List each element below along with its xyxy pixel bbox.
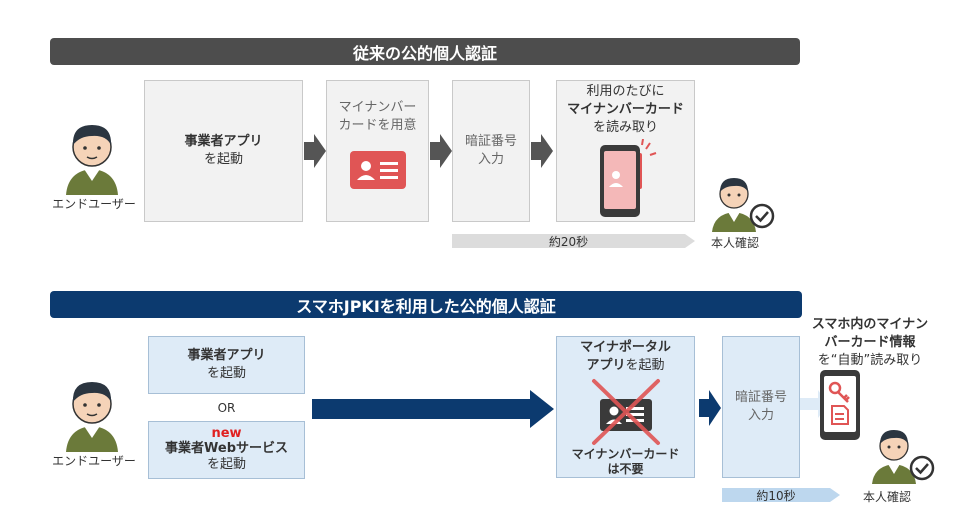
arrow-right-icon: [699, 390, 721, 426]
top-banner-title: 従来の公的個人認証: [352, 43, 497, 63]
top-step3-line2: 入力: [477, 152, 504, 167]
arrow-right-icon: [531, 134, 553, 168]
top-step1-line2: を起動: [203, 152, 243, 167]
top-user-avatar: [58, 115, 126, 195]
new-badge: new: [211, 426, 242, 441]
top-step4-line2: マイナンバーカード: [567, 102, 684, 117]
verified-person-icon: [872, 430, 935, 484]
bottom-portal-line2a: アプリ: [586, 358, 626, 373]
bottom-auto-line1: スマホ内のマイナン: [811, 317, 929, 332]
top-time-label: 約20秒: [548, 235, 589, 249]
arrow-right-icon: [430, 134, 452, 168]
bottom-time-bar: [722, 488, 840, 502]
bottom-portal-line2b: を起動: [625, 358, 665, 373]
or-label: OR: [217, 401, 236, 415]
long-arrow-right-icon: [312, 390, 554, 428]
bottom-verify-avatar: [868, 424, 938, 484]
top-step3-line1: 暗証番号: [464, 134, 517, 149]
bottom-step-web-launch: new 事業者Webサービス を起動: [148, 421, 305, 479]
bottom-step-pin-entry: 暗証番号 入力: [722, 336, 800, 478]
top-step2-line2: カードを用意: [338, 118, 417, 133]
bottom-verify-label: 本人確認: [862, 490, 911, 504]
bottom-banner: スマホJPKIを利用した公的個人認証: [50, 291, 802, 318]
bottom-user-label: エンドユーザー: [52, 454, 136, 468]
bottom-app-line2: を起動: [206, 366, 246, 381]
crossed-card-icon: [591, 379, 660, 445]
top-step2-line1: マイナンバー: [338, 100, 417, 115]
bottom-auto-line2: バーカード情報: [824, 335, 916, 350]
bottom-step-portal: マイナポータル アプリを起動 マイナンバーカード は不要: [556, 336, 695, 478]
person-icon: [66, 382, 118, 452]
top-step-prepare-card: マイナンバー カードを用意: [326, 80, 429, 222]
top-verify-avatar: [708, 172, 778, 232]
bottom-time-label: 約10秒: [756, 489, 796, 503]
bottom-app-line1: 事業者アプリ: [187, 348, 266, 363]
top-step4-line3: を読み取り: [592, 120, 658, 135]
bottom-pin-line1: 暗証番号: [734, 390, 787, 405]
top-step-read-card: 利用のたびに マイナンバーカード を読み取り: [556, 80, 695, 222]
bottom-portal-note1: マイナンバーカード: [571, 447, 680, 461]
top-step-pin-entry: 暗証番号 入力: [452, 80, 530, 222]
bottom-banner-title: スマホJPKIを利用した公的個人認証: [296, 296, 556, 316]
bottom-auto-line3: を“自動”読み取り: [817, 353, 923, 368]
top-step1-line1: 事業者アプリ: [184, 134, 263, 149]
bottom-user-avatar: [58, 372, 126, 452]
bottom-portal-note2: は不要: [607, 462, 644, 476]
bottom-auto-read: スマホ内のマイナン バーカード情報 を“自動”読み取り: [800, 316, 940, 370]
arrow-right-icon: [304, 134, 326, 168]
verified-person-icon: [712, 178, 775, 232]
top-banner: 従来の公的個人認証: [50, 38, 800, 65]
top-step4-line1: 利用のたびに: [586, 84, 665, 99]
bottom-step-app-launch: 事業者アプリ を起動: [148, 336, 305, 394]
phone-key-icon: [800, 368, 862, 442]
id-card-icon: [349, 151, 406, 189]
person-icon: [66, 125, 118, 195]
top-verify-label: 本人確認: [710, 236, 759, 250]
bottom-portal-line1: マイナポータル: [580, 340, 671, 355]
bottom-web-line1: 事業者Webサービス: [165, 441, 288, 456]
top-time-bar: [452, 234, 695, 248]
phone-reading-card-icon: [599, 139, 656, 217]
bottom-pin-line2: 入力: [747, 408, 774, 423]
top-user-label: エンドユーザー: [52, 197, 136, 211]
top-step-app-launch: 事業者アプリ を起動: [144, 80, 303, 222]
bottom-web-line2: を起動: [206, 457, 246, 472]
